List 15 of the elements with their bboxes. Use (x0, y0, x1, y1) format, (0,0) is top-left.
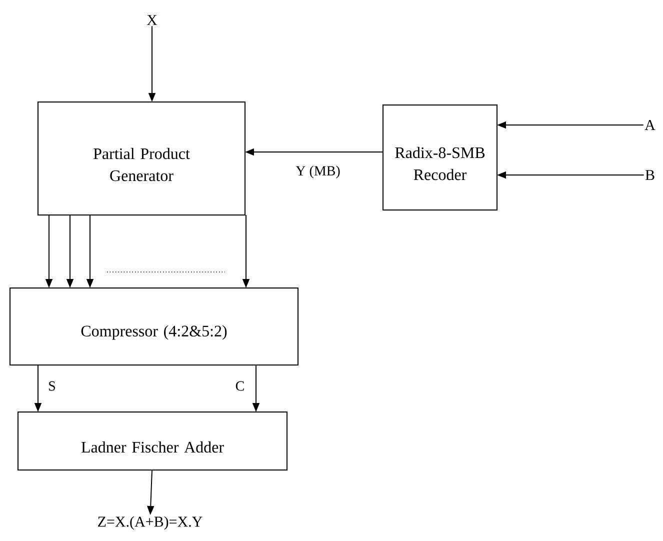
process-box (38, 102, 246, 216)
process-box (18, 412, 288, 470)
input-label: B (645, 170, 654, 180)
box-label: Partial Product Generator (94, 148, 190, 182)
input-label: X (146, 15, 158, 25)
edge-label: Y (MB) (296, 166, 340, 178)
output-formula: Z=X.(A+B)=X.Y (98, 516, 202, 530)
input-label: A (644, 120, 656, 130)
edge-label: C (236, 381, 244, 391)
process-box (10, 288, 298, 366)
box-label: Compressor (4:2&5:2) (81, 325, 227, 340)
process-box (382, 104, 498, 210)
box-label: Radix-8-SMB Recoder (395, 146, 485, 180)
box-label: Ladner Fischer Adder (81, 441, 224, 453)
edge-label: S (49, 381, 56, 391)
